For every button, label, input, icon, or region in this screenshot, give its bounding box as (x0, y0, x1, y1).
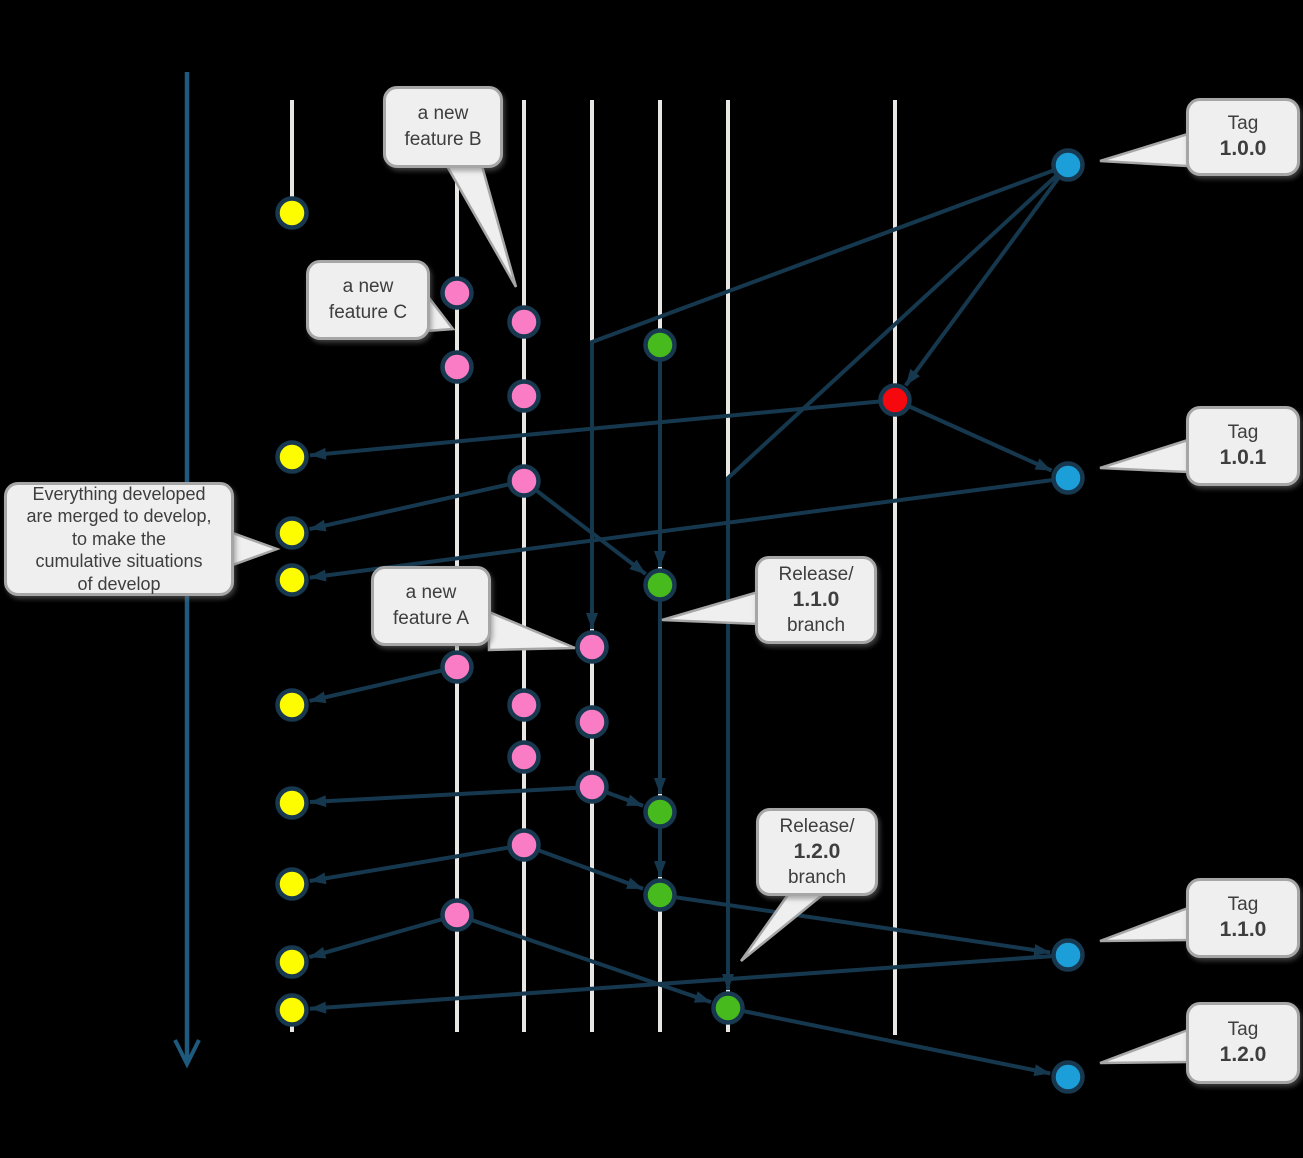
commit-node-feature (507, 740, 541, 774)
callout-tail-tag-120 (1099, 1028, 1190, 1065)
commit-node-develop (275, 563, 309, 597)
callout-release-110-prefix: Release/ (778, 564, 854, 585)
merge-edge (309, 665, 458, 704)
callout-develop-note-text: Everything developed are merged to devel… (26, 483, 212, 594)
callout-feature-c: a new feature C (306, 260, 430, 340)
callout-tail-release-110 (661, 590, 760, 626)
commit-node-feature (507, 379, 541, 413)
commit-node-release (711, 991, 745, 1025)
callout-feature-c-text: a new feature C (328, 276, 408, 323)
merge-edge (309, 476, 1069, 582)
commit-node-hotfix (878, 383, 912, 417)
commit-node-feature (440, 898, 474, 932)
merge-edge (309, 479, 525, 532)
merge-edge (904, 163, 1070, 387)
merge-edge (309, 398, 896, 460)
merge-edge (456, 913, 712, 1005)
merge-edge (309, 953, 1069, 1014)
callout-release-120-version: 1.2.0 (793, 840, 841, 863)
merge-edge (308, 913, 458, 959)
merge-edge (722, 163, 1070, 990)
commit-node-develop (275, 440, 309, 474)
callout-tail-tag-100 (1099, 132, 1190, 168)
callout-feature-b-text: a new feature B (404, 103, 482, 150)
callout-tail-feature-a (487, 610, 576, 652)
commit-node-feature (575, 705, 609, 739)
commit-node-feature (575, 630, 609, 664)
callout-develop-note: Everything developed are merged to devel… (4, 482, 234, 596)
callout-release-120-suffix: branch (787, 867, 847, 888)
callout-tail-tag-101 (1099, 438, 1190, 474)
callout-release-110-suffix: branch (786, 615, 846, 636)
commit-node-feature (507, 688, 541, 722)
callout-tag-1-0-0: Tag 1.0.0 (1186, 98, 1300, 176)
commit-node-master (1051, 461, 1085, 495)
callout-tag-1-0-1: Tag 1.0.1 (1186, 406, 1300, 486)
commit-node-feature (440, 650, 474, 684)
commit-node-develop (275, 867, 309, 901)
callout-tail-tag-110 (1099, 906, 1190, 943)
callout-release-110: Release/ 1.1.0 branch (755, 556, 877, 644)
merge-edge (309, 785, 593, 808)
callout-tag-1-1-0-label: Tag (1227, 894, 1259, 915)
commit-node-develop (275, 945, 309, 979)
commit-node-master (1051, 938, 1085, 972)
commit-node-feature (575, 770, 609, 804)
callout-tag-1-2-0-label: Tag (1227, 1019, 1259, 1040)
commit-node-release (643, 568, 677, 602)
callout-tag-1-1-0-version: 1.1.0 (1219, 918, 1267, 941)
callout-tag-1-0-1-version: 1.0.1 (1219, 446, 1267, 469)
callout-feature-a: a new feature A (371, 566, 491, 646)
merge-edge (523, 843, 644, 891)
callout-release-120-prefix: Release/ (779, 816, 855, 837)
commit-node-feature (507, 464, 541, 498)
commit-node-develop (275, 516, 309, 550)
commit-node-feature (507, 828, 541, 862)
commit-node-master (1051, 148, 1085, 182)
merge-edge (659, 893, 1051, 956)
callout-tail-release-120 (739, 890, 830, 962)
merge-edge (309, 843, 525, 885)
callout-tag-1-0-0-label: Tag (1227, 113, 1259, 134)
callout-tail-develop-note (228, 530, 281, 568)
commit-node-release (643, 795, 677, 829)
callout-tag-1-0-1-label: Tag (1227, 422, 1259, 443)
callout-tag-1-2-0-version: 1.2.0 (1219, 1043, 1267, 1066)
merge-edge (727, 1006, 1051, 1077)
commit-node-release (643, 328, 677, 362)
commit-node-feature (440, 350, 474, 384)
timeline-arrowhead-icon (173, 1039, 201, 1069)
commit-node-develop (275, 786, 309, 820)
callout-feature-b: a new feature B (383, 86, 503, 168)
merge-edge (522, 479, 647, 576)
commit-node-develop (275, 688, 309, 722)
commit-node-feature (440, 276, 474, 310)
commit-node-feature (507, 305, 541, 339)
callout-tag-1-1-0: Tag 1.1.0 (1186, 878, 1300, 958)
commit-node-release (643, 878, 677, 912)
merge-edge (894, 398, 1053, 473)
callout-tag-1-2-0: Tag 1.2.0 (1186, 1002, 1300, 1084)
callout-release-120: Release/ 1.2.0 branch (756, 808, 878, 896)
commit-node-develop (275, 196, 309, 230)
commit-node-master (1051, 1060, 1085, 1094)
callout-tag-1-0-0-version: 1.0.0 (1219, 137, 1267, 160)
callout-feature-a-text: a new feature A (392, 582, 470, 629)
callout-release-110-version: 1.1.0 (792, 588, 840, 611)
commit-node-develop (275, 993, 309, 1027)
